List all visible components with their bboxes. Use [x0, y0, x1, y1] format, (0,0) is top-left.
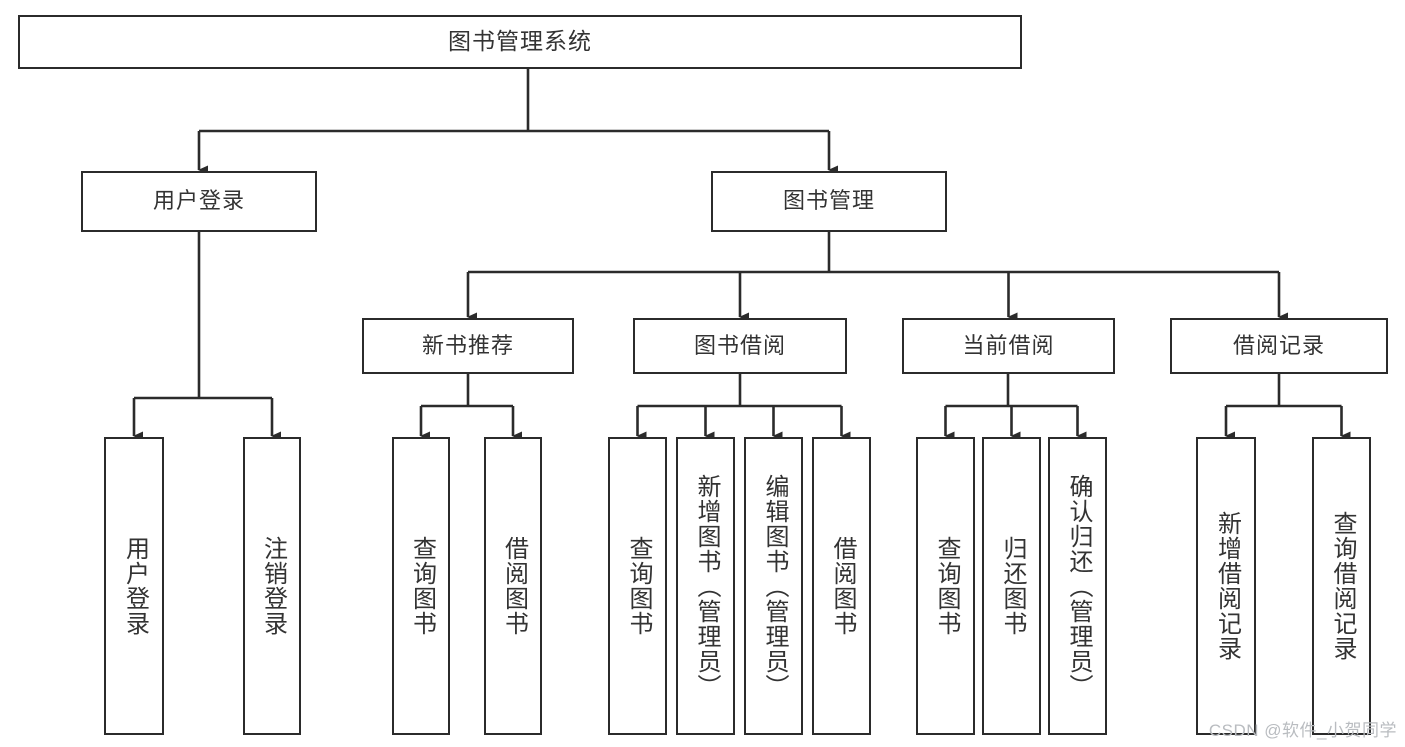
node-new-book-rec[interactable]: 新书推荐: [362, 318, 574, 374]
node-book-borrow[interactable]: 图书借阅: [633, 318, 847, 374]
node-borrow-record[interactable]: 借阅记录: [1170, 318, 1388, 374]
node-label-new-book-rec: 新书推荐: [421, 332, 514, 358]
node-leaf-query-book-2[interactable]: 查询图书: [608, 437, 667, 735]
node-label-leaf-return-book: 归还图书: [998, 536, 1026, 636]
node-label-leaf-query-record: 查询借阅记录: [1328, 511, 1356, 661]
node-book-manage[interactable]: 图书管理: [711, 171, 947, 232]
node-label-leaf-query-book-1: 查询图书: [408, 536, 436, 636]
node-leaf-query-book-1[interactable]: 查询图书: [392, 437, 450, 735]
node-label-borrow-record: 借阅记录: [1232, 332, 1325, 358]
node-leaf-borrow-book-2[interactable]: 借阅图书: [812, 437, 871, 735]
node-label-leaf-logout: 注销登录: [259, 536, 287, 636]
node-root[interactable]: 图书管理系统: [18, 15, 1022, 69]
node-leaf-return-book[interactable]: 归还图书: [982, 437, 1041, 735]
node-label-user-login: 用户登录: [152, 188, 245, 214]
node-current-borrow[interactable]: 当前借阅: [902, 318, 1115, 374]
node-leaf-logout[interactable]: 注销登录: [243, 437, 301, 735]
node-label-leaf-query-book-2: 查询图书: [624, 536, 652, 636]
watermark-text: CSDN @软件_小贺同学: [1208, 721, 1397, 740]
node-label-leaf-edit-book: 编辑图书（管理员）: [760, 473, 788, 699]
node-label-leaf-user-login: 用户登录: [121, 536, 149, 636]
node-leaf-query-record[interactable]: 查询借阅记录: [1312, 437, 1371, 735]
node-leaf-add-book[interactable]: 新增图书（管理员）: [676, 437, 735, 735]
node-leaf-confirm-return[interactable]: 确认归还（管理员）: [1048, 437, 1107, 735]
node-leaf-add-record[interactable]: 新增借阅记录: [1196, 437, 1256, 735]
node-label-leaf-confirm-return: 确认归还（管理员）: [1064, 473, 1092, 699]
node-label-current-borrow: 当前借阅: [962, 332, 1055, 358]
node-label-leaf-query-book-3: 查询图书: [932, 536, 960, 636]
node-label-book-borrow: 图书借阅: [693, 332, 786, 358]
node-leaf-borrow-book-1[interactable]: 借阅图书: [484, 437, 542, 735]
node-label-leaf-borrow-book-1: 借阅图书: [500, 536, 528, 636]
node-label-root: 图书管理系统: [448, 28, 592, 55]
node-leaf-user-login[interactable]: 用户登录: [104, 437, 164, 735]
node-label-leaf-add-book: 新增图书（管理员）: [692, 473, 720, 699]
node-leaf-query-book-3[interactable]: 查询图书: [916, 437, 975, 735]
node-label-leaf-add-record: 新增借阅记录: [1213, 511, 1241, 661]
node-label-book-manage: 图书管理: [782, 188, 875, 214]
node-leaf-edit-book[interactable]: 编辑图书（管理员）: [744, 437, 803, 735]
node-user-login[interactable]: 用户登录: [81, 171, 317, 232]
node-label-leaf-borrow-book-2: 借阅图书: [828, 536, 856, 636]
